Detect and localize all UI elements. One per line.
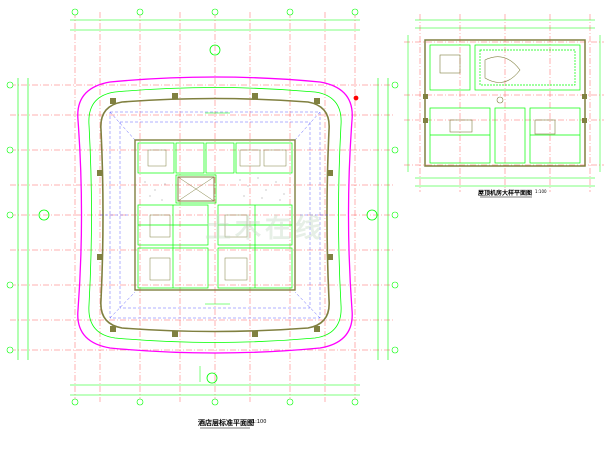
section-marks	[38, 44, 378, 384]
core-walls	[134, 139, 296, 291]
annotation-marks	[199, 112, 230, 382]
core-shaft-hatch	[147, 149, 287, 281]
caption-underlines	[200, 196, 532, 429]
roof-plan	[404, 14, 604, 192]
main-plan-title: 酒店层标准平面图	[198, 419, 254, 427]
core-rooms	[137, 142, 293, 289]
roof-plan-scale: 1:100	[535, 189, 547, 194]
floor-hatch	[144, 177, 285, 201]
slab-edge	[88, 87, 342, 343]
roof-equipment	[439, 54, 556, 135]
roof-outline	[424, 39, 586, 167]
roof-columns	[423, 94, 587, 123]
perimeter-beam	[100, 97, 330, 333]
curtain-wall-envelope	[77, 76, 353, 354]
axis-grid	[10, 12, 395, 402]
watermark: 土木在线	[205, 214, 326, 244]
dimension-lines	[17, 19, 389, 396]
ceiling-layout	[100, 111, 330, 319]
main-plan	[6, 8, 399, 406]
axis-bubbles	[6, 8, 399, 406]
roof-axis-grid	[404, 14, 604, 192]
columns	[97, 93, 333, 337]
roof-rooms	[429, 44, 581, 164]
main-plan-scale: 1:100	[252, 419, 267, 425]
roof-plan-title: 屋顶机房大样平面图	[478, 190, 533, 197]
